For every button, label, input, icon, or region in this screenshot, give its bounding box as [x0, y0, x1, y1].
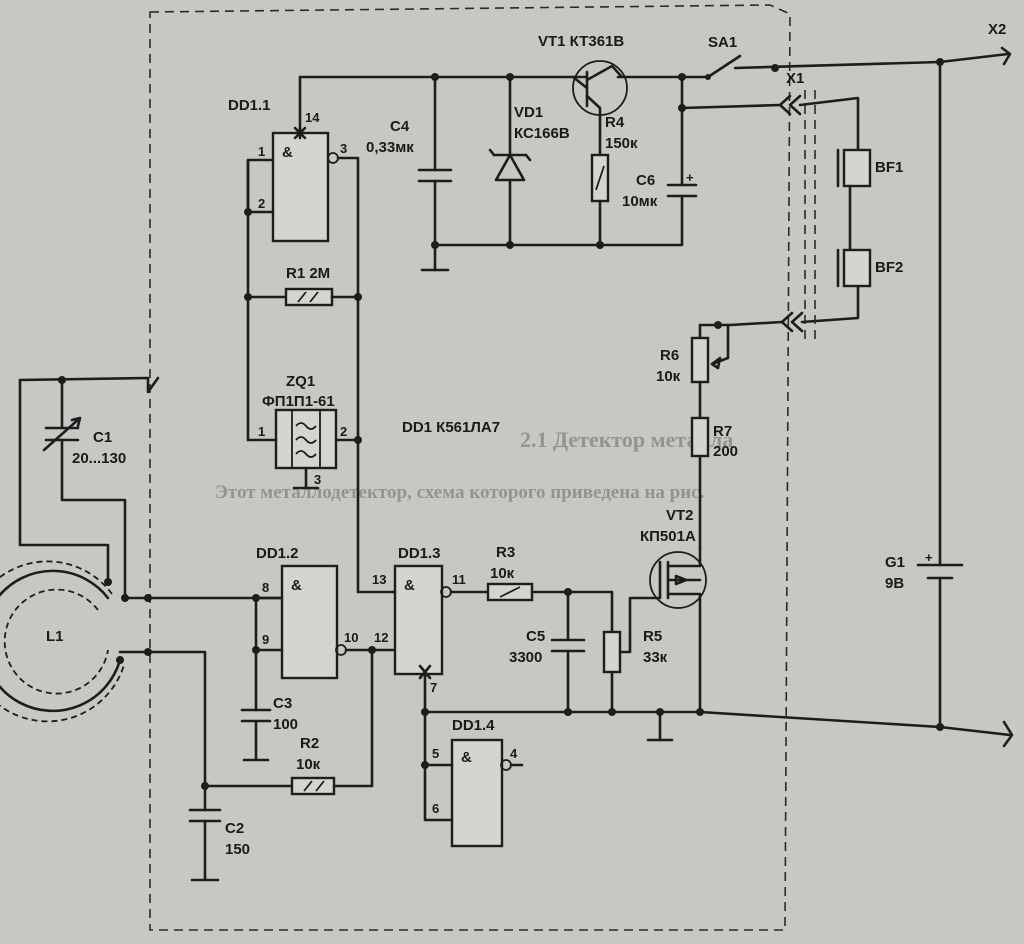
c6-name: C6: [636, 172, 655, 189]
dd1-4-amp: &: [461, 749, 472, 766]
x2-label: X2: [988, 21, 1006, 38]
zq1-pin3: 3: [314, 472, 321, 487]
r2-name: R2: [300, 735, 319, 752]
c6-value: 10мк: [622, 193, 658, 210]
dd1-3-pin13: 13: [372, 572, 386, 587]
capacitor-c3: C3 100: [240, 695, 298, 762]
dd1-4-pin4: 4: [510, 746, 518, 761]
l1-label: L1: [46, 628, 64, 645]
dd1-1-pin14: 14: [305, 110, 320, 125]
c2-value: 150: [225, 841, 250, 858]
r2-value: 10к: [296, 756, 321, 773]
transistor-vt1: VT1 КТ361В: [538, 33, 628, 157]
dd1-2-pin9: 9: [262, 632, 269, 647]
dd1-3-pin12: 12: [374, 630, 388, 645]
sa1-label: SA1: [708, 34, 737, 51]
resistor-r4: R4 150к: [590, 114, 638, 247]
dd1-2-pin10: 10: [344, 630, 358, 645]
dd1-label: DD1 К561ЛА7: [402, 419, 500, 436]
dd1-4-pin5: 5: [432, 746, 439, 761]
vt1-label: VT1 КТ361В: [538, 33, 624, 50]
r5-value: 33к: [643, 649, 668, 666]
dd1-1-pin2: 2: [258, 196, 265, 211]
gate-dd1-1: DD1.1 14 1 2 3 &: [228, 97, 362, 442]
dd1-1-amp: &: [282, 144, 293, 161]
vt2-value: КП501А: [640, 528, 696, 545]
c5-value: 3300: [509, 649, 542, 666]
c3-value: 100: [273, 716, 298, 733]
dd1-3-label: DD1.3: [398, 545, 441, 562]
vt2-name: VT2: [666, 507, 694, 524]
g1-plus: +: [925, 550, 933, 565]
mosfet-vt2: VT2 КП501А: [628, 507, 707, 714]
dd1-2-amp: &: [291, 577, 302, 594]
bf2-label: BF2: [875, 259, 903, 276]
capacitor-c4: C4 0,33мк: [366, 75, 453, 272]
c1-value: 20...130: [72, 450, 126, 467]
zener-diode-vd1: VD1 КС166В: [488, 75, 570, 247]
gate-dd1-2: DD1.2 & 8 9 10: [254, 545, 397, 712]
g1-name: G1: [885, 554, 905, 571]
ground-rail: [421, 708, 1014, 748]
connector-x2-top: X2: [988, 21, 1012, 66]
r7-value: 200: [713, 443, 738, 460]
dd1-3-amp: &: [404, 577, 415, 594]
x1-label: X1: [786, 70, 804, 87]
r3-value: 10к: [490, 565, 515, 582]
zq1-value: ФП1П1-61: [262, 393, 335, 410]
dd1-2-label: DD1.2: [256, 545, 299, 562]
page-text-line: Этот металлодетектор, схема которого при…: [215, 482, 704, 503]
c5-name: C5: [526, 628, 545, 645]
bf1-label: BF1: [875, 159, 903, 176]
r4-name: R4: [605, 114, 625, 131]
g1-value: 9В: [885, 575, 904, 592]
capacitor-c2: C2 150: [188, 808, 250, 882]
headphone-bf2: BF2: [836, 248, 903, 288]
capacitor-c1: C1 20...130: [18, 376, 160, 600]
vd1-value: КС166В: [514, 125, 570, 142]
dd1-1-pin3: 3: [340, 141, 347, 156]
c4-name: C4: [390, 118, 410, 135]
dd1-3-pin7: 7: [430, 680, 437, 695]
dd1-4-label: DD1.4: [452, 717, 495, 734]
dd1-3-pin11: 11: [452, 572, 466, 587]
vd1-name: VD1: [514, 104, 543, 121]
zq1-pin1: 1: [258, 424, 265, 439]
resistor-r6: R6 10к: [656, 321, 732, 420]
enclosure-outline: [149, 4, 791, 931]
r6-name: R6: [660, 347, 679, 364]
dd1-2-pin8: 8: [262, 580, 269, 595]
r6-value: 10к: [656, 368, 681, 385]
resistor-r5: R5 33к: [602, 628, 668, 714]
dd1-1-pin1: 1: [258, 144, 265, 159]
gate-dd1-3: DD1.3 & 13 12 11 7: [356, 438, 490, 714]
resistor-r7: R7 200: [690, 416, 738, 550]
gate-dd1-4: DD1.4 & 5 6 4: [421, 710, 524, 848]
dd1-1-label: DD1.1: [228, 97, 271, 114]
r4-value: 150к: [605, 135, 638, 152]
c1-name: C1: [93, 429, 112, 446]
dd1-4-pin6: 6: [432, 801, 439, 816]
resistor-r1: R1 2M: [246, 265, 360, 307]
r7-name: R7: [713, 423, 732, 440]
r3-name: R3: [496, 544, 515, 561]
c4-value: 0,33мк: [366, 139, 414, 156]
filter-zq1: ZQ1 ФП1П1-61 1 2 3: [246, 373, 362, 490]
switch-sa1: SA1: [705, 34, 742, 80]
battery-g1: + G1 9В: [885, 60, 964, 729]
resistor-r2: R2 10к: [203, 646, 376, 796]
headphone-bf1: BF1: [836, 148, 903, 252]
c3-name: C3: [273, 695, 292, 712]
capacitor-c5: C5 3300: [509, 590, 586, 714]
capacitor-c6: + C6 10мк: [622, 75, 698, 247]
zq1-pin2: 2: [340, 424, 347, 439]
c2-name: C2: [225, 820, 244, 837]
zq1-name: ZQ1: [286, 373, 315, 390]
r1-label: R1 2M: [286, 265, 330, 282]
c6-plus: +: [686, 170, 694, 185]
connector-x1: X1: [680, 70, 860, 340]
r5-name: R5: [643, 628, 662, 645]
